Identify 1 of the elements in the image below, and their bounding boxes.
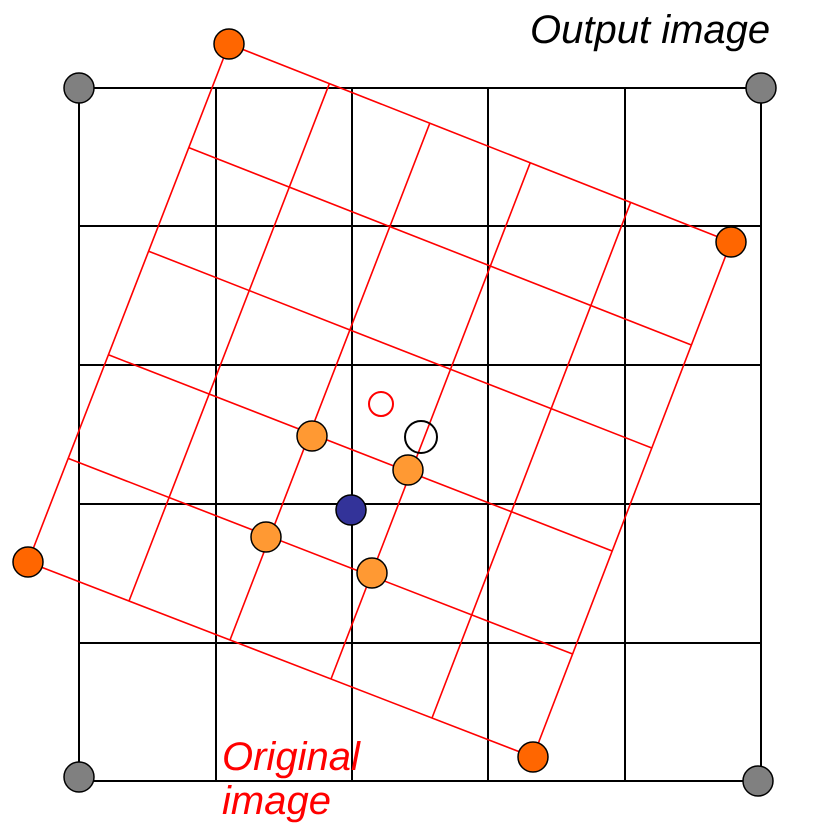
- image-label: Output image: [530, 8, 772, 52]
